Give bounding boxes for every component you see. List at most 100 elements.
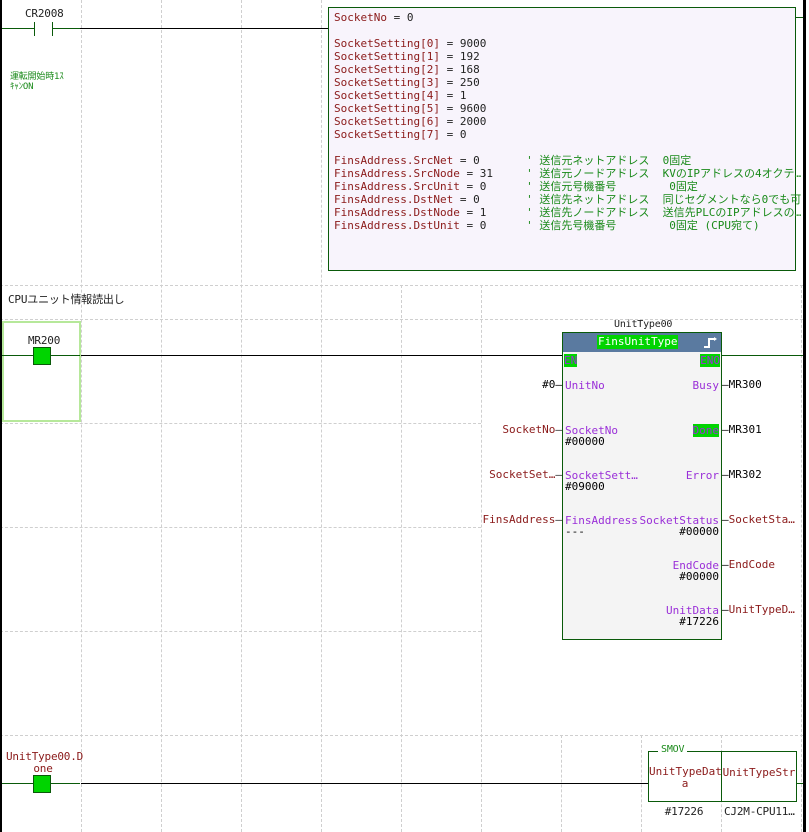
script-line: FinsAddress.DstNet = 0 ' 送信先ネットアドレス 同じセグ… bbox=[334, 193, 801, 206]
script-line: SocketSetting[6] = 2000 bbox=[334, 115, 790, 128]
script-value: = 0 bbox=[453, 154, 527, 167]
script-variable: SocketSetting[1] bbox=[334, 50, 440, 63]
smov-destination-value: CJ2M-CPU11… bbox=[724, 805, 795, 818]
script-variable: FinsAddress.SrcNet bbox=[334, 154, 454, 167]
fb-en-pin: EN bbox=[564, 354, 578, 367]
fb-output-pin: SocketStatus bbox=[639, 514, 719, 527]
fb-output-pin: UnitData bbox=[666, 604, 719, 617]
dest-text: SocketSta… bbox=[728, 513, 795, 526]
script-value: = 0 bbox=[453, 193, 527, 206]
contact-device-label: UnitType00.D one bbox=[6, 750, 84, 775]
grid-line bbox=[801, 285, 802, 832]
fb-output-dest[interactable]: –EndCode bbox=[722, 558, 775, 571]
fb-output-dest[interactable]: –SocketSta… bbox=[722, 513, 795, 526]
fb-output-pin: Busy bbox=[692, 379, 720, 392]
script-line: FinsAddress.SrcNet = 0 ' 送信元ネットアドレス 0固定 bbox=[334, 154, 790, 167]
script-line: SocketSetting[5] = 9600 bbox=[334, 102, 790, 115]
fb-input-arg[interactable]: SocketNo– bbox=[502, 423, 562, 436]
fb-eno-pin: ENO bbox=[700, 354, 720, 367]
fb-output-dest[interactable]: –MR301 bbox=[722, 423, 762, 436]
dest-text: UnitTypeD… bbox=[728, 603, 795, 616]
rung-wire bbox=[81, 783, 648, 784]
fb-input-arg[interactable]: FinsAddress– bbox=[482, 513, 562, 526]
fb-input-pin: UnitNo bbox=[565, 379, 605, 392]
grid-line bbox=[0, 285, 803, 286]
comment-line: 運転開始時1ｽ bbox=[10, 72, 64, 82]
grid-line bbox=[0, 527, 481, 528]
fb-input-arg[interactable]: SocketSet…– bbox=[489, 468, 562, 481]
fb-output-dest[interactable]: –MR300 bbox=[722, 378, 762, 391]
script-comment: ' 送信元号機番号 0固定 bbox=[526, 180, 698, 193]
src-line: a bbox=[681, 777, 689, 790]
script-value: = 1 bbox=[459, 206, 527, 219]
fb-input-pin: SocketNo bbox=[565, 424, 618, 437]
script-line bbox=[334, 24, 790, 37]
script-value: = 9600 bbox=[439, 102, 487, 115]
grid-line bbox=[321, 0, 322, 832]
rung-wire bbox=[796, 17, 803, 18]
script-comment: ' 送信元ネットアドレス 0固定 bbox=[526, 154, 692, 167]
script-variable: SocketSetting[6] bbox=[334, 115, 440, 128]
smov-instruction[interactable]: UnitTypeDat a UnitTypeStr bbox=[648, 751, 797, 802]
script-line: SocketSetting[2] = 168 bbox=[334, 63, 790, 76]
contact-cr2008[interactable] bbox=[2, 20, 82, 38]
fb-output-dest[interactable]: –UnitTypeD… bbox=[722, 603, 795, 616]
script-line: SocketSetting[7] = 0 bbox=[334, 128, 790, 141]
rising-edge-icon bbox=[704, 337, 717, 348]
script-comment: ' 送信先号機番号 0固定 (CPU宛て) bbox=[526, 219, 760, 232]
script-comment: ' 送信先ノードアドレス 送信先PLCのIPアドレスの… bbox=[526, 206, 802, 219]
grid-line bbox=[81, 0, 82, 832]
script-variable: FinsAddress.DstUnit bbox=[334, 219, 460, 232]
script-value: = 2000 bbox=[439, 115, 487, 128]
fb-output-value: #17226 bbox=[679, 615, 719, 628]
fb-output-pin: EndCode bbox=[672, 559, 719, 572]
script-variable: SocketSetting[4] bbox=[334, 89, 440, 102]
script-line: SocketSetting[0] = 9000 bbox=[334, 37, 790, 50]
fb-input-pin: SocketSett… bbox=[565, 469, 638, 482]
grid-line bbox=[0, 319, 803, 320]
dest-text: MR302 bbox=[728, 468, 762, 481]
script-line: FinsAddress.SrcUnit = 0 ' 送信元号機番号 0固定 bbox=[334, 180, 790, 193]
arg-text: SocketSet… bbox=[489, 468, 556, 481]
script-line bbox=[334, 141, 790, 154]
selection-cursor bbox=[2, 321, 81, 422]
function-block[interactable]: FinsUnitType EN ENO UnitNo SocketNo #000… bbox=[562, 332, 722, 640]
contact-device-label: MR200 bbox=[28, 334, 61, 347]
dest-text: MR301 bbox=[728, 423, 762, 436]
rung-wire bbox=[797, 783, 803, 784]
contact-device-label: CR2008 bbox=[25, 7, 64, 20]
fb-header: FinsUnitType bbox=[563, 333, 721, 352]
fb-input-value: --- bbox=[565, 525, 585, 538]
script-line: SocketNo = 0 bbox=[334, 11, 790, 24]
fb-input-arg[interactable]: #0– bbox=[542, 378, 562, 391]
device-line: UnitType00.D bbox=[6, 750, 84, 763]
fb-input-pin: FinsAddress bbox=[565, 514, 638, 527]
grid-line bbox=[161, 0, 162, 832]
fb-output-dest[interactable]: –MR302 bbox=[722, 468, 762, 481]
fb-name: FinsUnitType bbox=[597, 335, 679, 349]
contact-unittype00-done[interactable] bbox=[33, 775, 51, 793]
script-variable: SocketSetting[2] bbox=[334, 63, 440, 76]
script-line: FinsAddress.SrcNode = 31 ' 送信元ノードアドレス KV… bbox=[334, 167, 801, 180]
script-variable: SocketSetting[0] bbox=[334, 37, 440, 50]
script-line: SocketSetting[3] = 250 bbox=[334, 76, 790, 89]
script-variable: SocketSetting[7] bbox=[334, 128, 440, 141]
grid-line bbox=[0, 735, 803, 736]
contact-comment: 運転開始時1ｽ ｷｬﾝON bbox=[10, 72, 64, 92]
script-value: = 168 bbox=[439, 63, 480, 76]
arg-text: FinsAddress bbox=[482, 513, 556, 526]
script-value: = 31 bbox=[459, 167, 527, 180]
grid-line bbox=[481, 285, 482, 832]
fb-input-value: #00000 bbox=[565, 435, 605, 448]
script-variable: FinsAddress.SrcUnit bbox=[334, 180, 460, 193]
dest-text: MR300 bbox=[728, 378, 762, 391]
fb-output-pin: Error bbox=[685, 469, 719, 482]
grid-line bbox=[401, 285, 402, 832]
right-power-rail bbox=[803, 0, 806, 832]
script-line: SocketSetting[1] = 192 bbox=[334, 50, 790, 63]
script-value: = 0 bbox=[459, 180, 527, 193]
smov-source-value: #17226 bbox=[664, 805, 704, 818]
contact-mr200[interactable] bbox=[33, 347, 51, 365]
rung-wire bbox=[81, 355, 562, 356]
